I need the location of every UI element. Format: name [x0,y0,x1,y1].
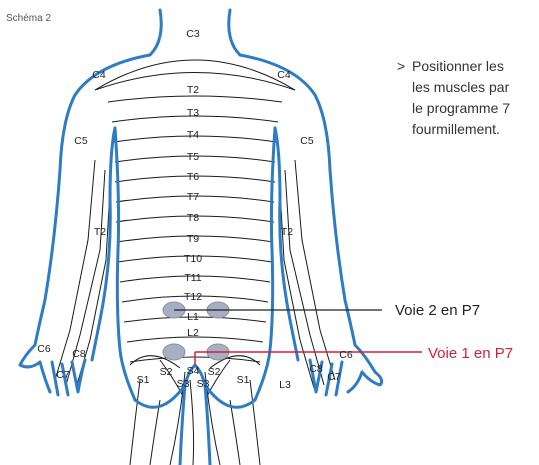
label-c8-left: C8 [72,348,86,360]
label-s1-right: S1 [237,374,250,386]
label-t7: T7 [187,191,199,203]
label-c3: C3 [186,28,200,40]
dermatome-line [190,380,194,465]
label-s1-left: S1 [137,374,150,386]
label-t11: T11 [184,272,201,284]
label-c5-left: C5 [74,135,88,147]
label-s3-right: S3 [197,378,210,390]
label-t8: T8 [187,212,199,224]
label-c6-left: C6 [37,343,51,355]
label-t10: T10 [184,253,202,265]
instruction-line-2: les muscles par [412,79,510,95]
label-l2: L2 [187,327,199,339]
label-l3: L3 [279,379,291,391]
outline-neck-right [229,10,240,55]
channel-1-label: Voie 1 en P7 [428,345,513,362]
label-c6-right: C6 [339,349,353,361]
label-t12: T12 [184,291,202,303]
figure-label: Schéma 2 [6,13,51,24]
label-t3: T3 [187,107,199,119]
dermatome-line [295,160,335,380]
instruction-bullet: > [397,58,405,74]
label-c4-left: C4 [92,69,106,81]
dermatome-line [55,160,95,380]
outline-left-torso [115,128,135,400]
dermatome-line [150,400,160,465]
outline-right-torso [255,128,275,400]
label-t2-right-arm: T2 [281,226,293,238]
label-t9: T9 [187,233,199,245]
channel-2-label: Voie 2 en P7 [395,302,480,319]
label-s2-left: S2 [160,366,173,378]
outline-right-inner-arm [275,128,298,360]
outline-neck-left [150,10,161,55]
label-c4-right: C4 [277,69,291,81]
outline-left-inner-arm [92,128,115,360]
label-c5-right: C5 [300,135,314,147]
label-t2-left-arm: T2 [94,226,106,238]
instruction-line-4: fourmillement. [412,121,500,137]
label-s2-right: S2 [208,366,221,378]
label-t4: T4 [187,129,199,141]
instructions: > Positionner les les muscles par le pro… [397,58,510,137]
label-t6: T6 [187,171,199,183]
label-s3-left: S3 [177,378,190,390]
label-c8-right: C8 [309,363,323,375]
body-outline [20,10,382,465]
electrode-channel-1-left [163,344,185,360]
label-c7-left: C7 [56,369,70,381]
label-t5: T5 [187,151,199,163]
label-t2: T2 [187,84,199,96]
outline-left-arm-outer [20,55,150,365]
label-s4: S4 [187,365,200,377]
label-l1: L1 [187,311,199,323]
instruction-line-3: le programme 7 [412,100,510,116]
dermatome-line [230,400,240,465]
label-c7-right: C7 [327,371,341,383]
outline-left-hand [20,360,85,395]
instruction-line-1: Positionner les [412,58,504,74]
dermatome-line [108,96,282,102]
